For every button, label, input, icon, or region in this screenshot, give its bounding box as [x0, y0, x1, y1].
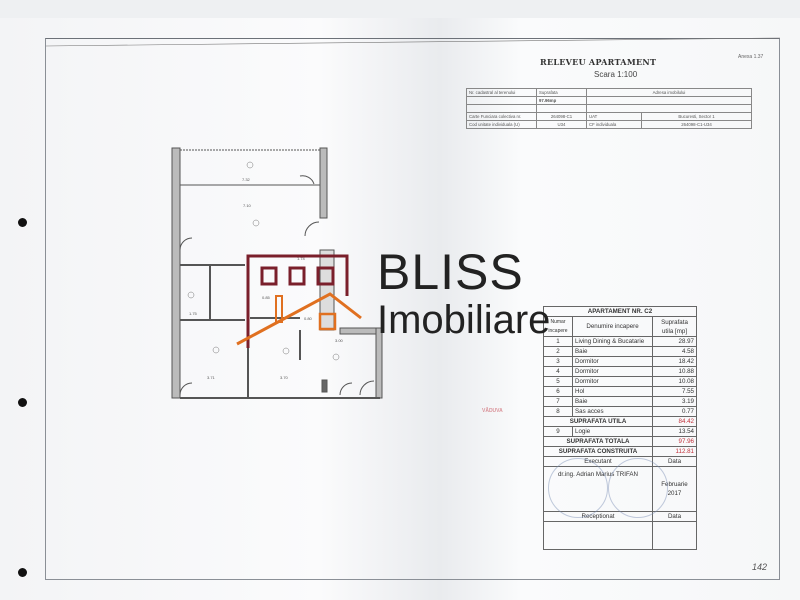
dim-label: 3.71	[207, 375, 216, 380]
room-area: 13.54	[652, 426, 697, 437]
utila-value: 84.42	[652, 416, 697, 427]
door-swing	[299, 175, 315, 185]
dim-label: 0.80	[304, 316, 313, 321]
plan-dimensions: 7.32 7.10 1.74 3.71 3.70 3.00 1.75 0.85 …	[189, 177, 344, 380]
door-swing	[304, 221, 320, 237]
frame-edge	[45, 37, 781, 47]
dim-label: 3.00	[335, 338, 344, 343]
room-name: Dormitor	[572, 366, 653, 377]
red-stamp: VĂDUVA	[482, 408, 503, 414]
punch-hole	[18, 568, 27, 577]
room-number: 5	[543, 376, 573, 387]
room-name: Dormitor	[572, 356, 653, 367]
construita-value: 112.81	[652, 446, 697, 457]
cf-value: 264098-C1-U34	[641, 120, 752, 129]
room-area: 3.19	[652, 396, 697, 407]
watermark-bliss: BLISS	[377, 244, 524, 300]
wall	[339, 327, 381, 335]
exterior-wall-loggia	[319, 147, 328, 219]
room-area: 10.88	[652, 366, 697, 377]
door-swing	[179, 237, 193, 251]
page-number: 142	[752, 562, 768, 572]
room-area: 7.55	[652, 386, 697, 397]
room-number: 6	[543, 386, 573, 397]
totala-value: 97.96	[652, 436, 697, 447]
room-number: 4	[543, 366, 573, 377]
dim-label: 0.85	[262, 295, 271, 300]
engineer-stamp	[548, 458, 608, 518]
room-area: 28.97	[652, 336, 697, 347]
room-area: 18.42	[652, 356, 697, 367]
col-name: Denumire incapere	[572, 316, 653, 337]
construita-label: SUPRAFATA CONSTRUITA	[543, 446, 653, 457]
authorization-stamp	[608, 458, 668, 518]
dim-label: 7.10	[243, 203, 252, 208]
dim-label: 3.70	[280, 375, 289, 380]
room-number: 7	[543, 396, 573, 407]
apartment-title: APARTAMENT NR. C2	[543, 306, 697, 317]
document-title: RELEVEU APARTAMENT	[540, 57, 657, 67]
punch-hole	[18, 398, 27, 407]
room-area: 4.58	[652, 346, 697, 357]
totala-label: SUPRAFATA TOTALA	[543, 436, 653, 447]
dim-label: 1.74	[297, 256, 306, 261]
room-area: 10.08	[652, 376, 697, 387]
column	[321, 379, 328, 393]
annex-label: Anexa 1.37	[738, 54, 764, 60]
room-name: Baie	[572, 396, 653, 407]
bathroom	[319, 249, 335, 331]
room-name: Logie	[572, 426, 653, 437]
drawing-frame	[45, 38, 780, 580]
dim-label: 7.32	[242, 177, 251, 182]
room-name: Living Dining & Bucatarie	[572, 336, 653, 347]
room-name: Hol	[572, 386, 653, 397]
punch-hole	[18, 218, 27, 227]
room-number: 3	[543, 356, 573, 367]
col-area: Suprafata utila [mp]	[652, 316, 697, 337]
room-number: 9	[543, 426, 573, 437]
bliss-logo-house	[236, 254, 362, 348]
exterior-wall-left	[171, 147, 181, 399]
room-name: Dormitor	[572, 376, 653, 387]
data-label: Data	[652, 456, 697, 467]
data-label-2: Data	[652, 511, 697, 522]
watermark-imobiliare: Imobiliare	[377, 298, 551, 342]
door-swing	[179, 382, 193, 396]
room-number: 8	[543, 406, 573, 417]
door-swing	[359, 380, 375, 396]
room-area: 0.77	[652, 406, 697, 417]
utila-label: SUPRAFATA UTILA	[543, 416, 653, 427]
room-name: Sas acces	[572, 406, 653, 417]
room-name: Baie	[572, 346, 653, 357]
door-swing	[339, 382, 353, 396]
room-number: 2	[543, 346, 573, 357]
scale-label: Scara 1:100	[594, 70, 638, 79]
dim-label: 1.75	[189, 311, 198, 316]
